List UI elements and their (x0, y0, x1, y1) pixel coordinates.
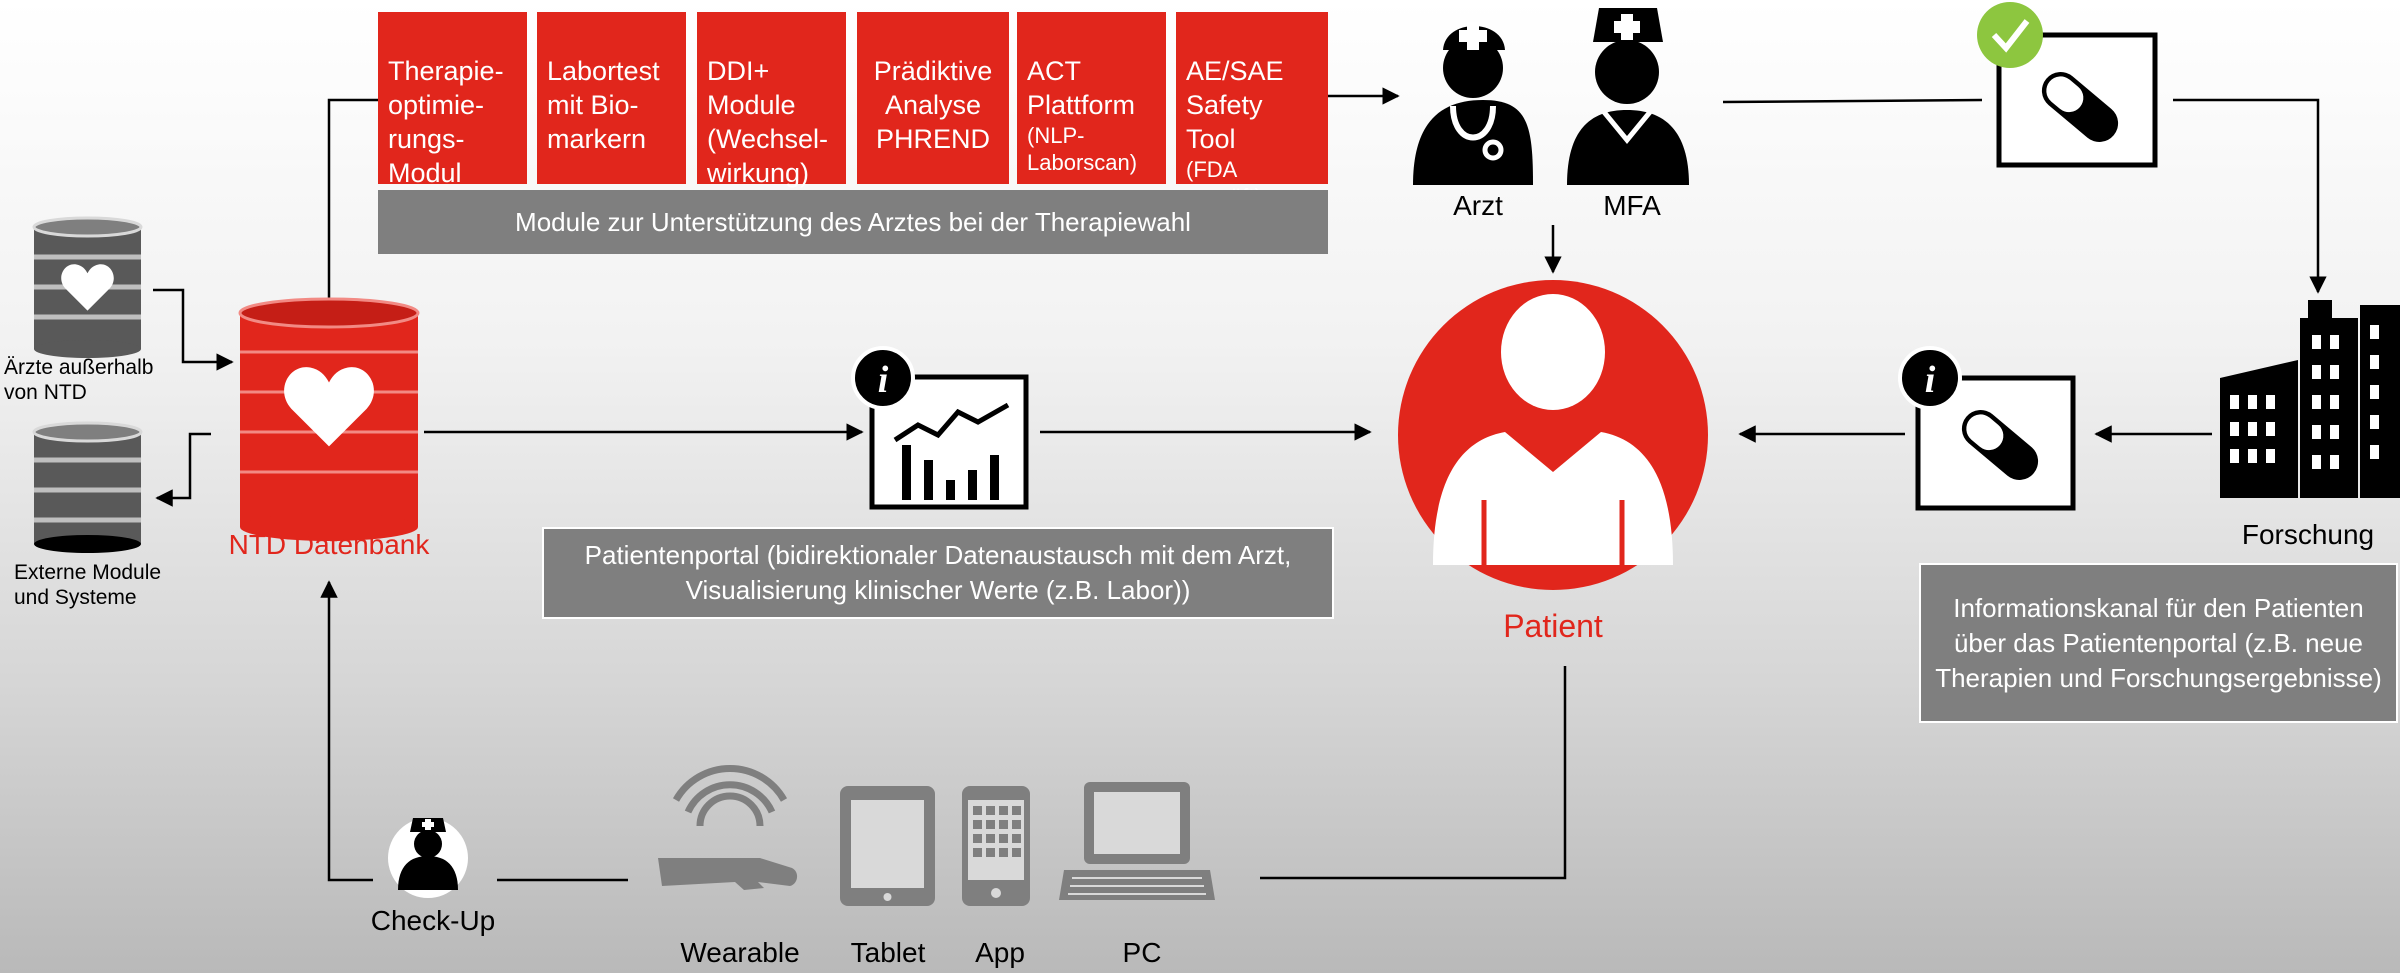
aerzte-to-db-arrow (153, 288, 234, 371)
pc-laptop-icon (1059, 782, 1215, 900)
module-act-plattform: ACT Plattform (NLP- Laborscan) (1017, 12, 1166, 184)
module-ae-sae-safety-tool: AE/SAE Safety Tool (FDA geprüft) (1176, 12, 1328, 209)
app-label: App (975, 937, 1025, 968)
externe-database-icon (32, 421, 143, 553)
ntd-database-icon (238, 297, 420, 541)
forschung-label: Forschung (2241, 519, 2375, 550)
patient-label: Patient (1503, 608, 1603, 644)
pc-label: PC (1122, 937, 1162, 968)
connector-lines (153, 87, 2327, 882)
info-medication-icon: i (1898, 346, 2076, 511)
module-title: Therapie- optimie- rungs- Modul (388, 56, 504, 188)
tablet-icon (840, 786, 935, 906)
module-title: AE/SAE Safety Tool (1186, 56, 1284, 154)
arzt-icon (1413, 22, 1533, 185)
module-ddi: DDI+ Module (Wechsel- wirkung) (697, 12, 846, 188)
aerzte-label: Ärzte außerhalb von NTD (4, 356, 154, 404)
mfa-to-pill-line (1722, 98, 1983, 104)
patient-icon (1398, 280, 1708, 590)
app-phone-icon (962, 786, 1030, 906)
aerzte-database-icon (32, 216, 143, 358)
wearable-label: Wearable (680, 937, 800, 968)
module-labortest: Labortest mit Bio- markern (537, 12, 686, 184)
svg-text:i: i (1925, 359, 1936, 401)
module-therapieoptimierung: Therapie- optimie- rungs- Modul (378, 12, 527, 188)
module-title: Prädiktive Analyse PHREND (873, 56, 993, 154)
info-caption: Informationskanal für den Patienten über… (1935, 592, 2382, 693)
forschung-building-icon (2220, 300, 2400, 498)
ntd-database-label: NTD Datenbank (228, 529, 430, 560)
module-title: ACT Plattform (1027, 56, 1136, 120)
svg-text:i: i (878, 359, 889, 401)
modules-caption-box: Module zur Unterstützung des Arztes bei … (378, 190, 1328, 254)
portal-caption: Patientenportal (bidirektionaler Datenau… (584, 540, 1292, 605)
info-caption-box: Informationskanal für den Patienten über… (1919, 563, 2398, 723)
checkup-nurse-icon (388, 818, 468, 898)
module-praediktive-analyse: Prädiktive Analyse PHREND (857, 12, 1009, 184)
arzt-label: Arzt (1453, 190, 1503, 221)
db-to-externe-arrow (155, 432, 211, 507)
tablet-label: Tablet (850, 937, 926, 968)
checkup-label: Check-Up (370, 905, 496, 936)
wearable-icon (658, 764, 798, 890)
externe-label: Externe Module und Systeme (14, 561, 162, 609)
pill-to-forschung-arrow (2173, 98, 2327, 294)
portal-caption-box: Patientenportal (bidirektionaler Datenau… (542, 527, 1334, 619)
portal-chart-icon: i (851, 346, 1029, 510)
mfa-label: MFA (1603, 190, 1661, 221)
mfa-icon (1567, 8, 1689, 185)
modules-caption: Module zur Unterstützung des Arztes bei … (515, 206, 1191, 237)
module-title: DDI+ Module (Wechsel- wirkung) (707, 56, 829, 188)
checkup-to-db-arrow (320, 580, 373, 882)
module-title: Labortest mit Bio- markern (547, 56, 660, 154)
devices-to-patient-line (1260, 666, 1567, 880)
module-subtitle: (NLP- Laborscan) (1027, 123, 1138, 175)
medication-approved-icon (1977, 2, 2158, 168)
db-to-modules-line (327, 98, 378, 300)
